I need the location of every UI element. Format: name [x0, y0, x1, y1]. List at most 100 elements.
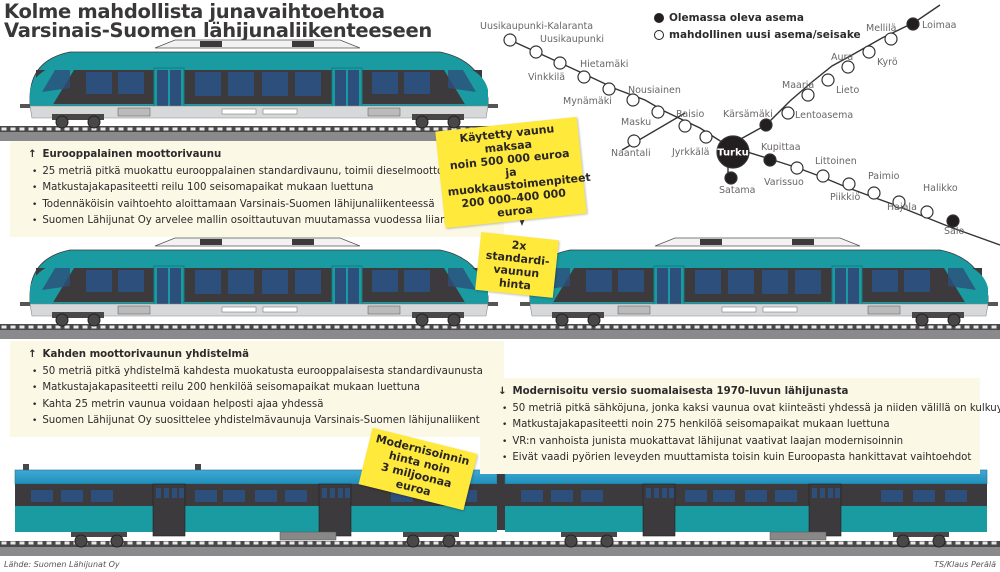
station-dot-vinkkila [553, 56, 567, 70]
station-labels: Uusikaupunki-Kalaranta Uusikaupunki Vink… [480, 20, 964, 237]
option-1-heading: ↑Eurooppalainen moottorivaunu [28, 149, 222, 160]
station-dot-lieto [821, 73, 835, 87]
station-dot-kupittaa [763, 153, 777, 167]
station-dot-salo [946, 214, 960, 228]
option-1-infobox: ↑Eurooppalainen moottorivaunu 25 metriä … [10, 141, 504, 237]
station-label: Littoinen [815, 156, 857, 167]
track-3 [0, 541, 1000, 547]
station-label: Halikko [923, 183, 958, 194]
arrow-down-icon: ↓ [498, 386, 507, 397]
double-price-note: 2x standardi- vaunun hinta [475, 232, 559, 298]
station-dot-uusikaupunki [529, 45, 543, 59]
station-dot-satama [724, 171, 738, 185]
station-label: Satama [719, 185, 755, 196]
source-credit: Lähde: Suomen Lähijunat Oy [4, 560, 120, 569]
option-2-bullet: Suomen Lähijunat Oy suosittelee yhdistel… [32, 413, 516, 430]
option-3-infobox: ↓Modernisoitu versio suomalaisesta 1970-… [480, 378, 1000, 474]
station-label: Mynämäki [563, 96, 612, 107]
used-car-price-note: Käytetty vaunu maksaa noin 500 000 euroa… [435, 116, 591, 229]
station-dot-littoinen [816, 169, 830, 183]
arrow-up-icon: ↑ [28, 349, 37, 360]
option-3-bullet: Matkustajakapasiteetti noin 275 henkilöä… [502, 417, 970, 434]
station-label: Loimaa [922, 20, 956, 31]
station-dot-halikko [920, 205, 934, 219]
author-credit: TS/Klaus Perälä [934, 560, 996, 569]
track-2 [0, 324, 1000, 330]
station-dot-varissuo [790, 161, 804, 175]
track-1 [0, 126, 500, 132]
station-dot-jyrkkala [699, 130, 713, 144]
option-2-heading: ↑Kahden moottorivaunun yhdistelmä [28, 349, 250, 360]
station-label: Mellilä [866, 23, 896, 34]
title-line-2: Varsinais-Suomen lähijunaliikenteeseen [4, 19, 432, 42]
title-line-1: Kolme mahdollista junavaihtoehtoa [4, 0, 385, 23]
station-label: Varissuo [764, 177, 804, 188]
station-dot-paimio [867, 186, 881, 200]
option-1-bullet: Todennäköisin vaihtoehto aloittamaan Var… [32, 197, 494, 214]
station-label: Nousiainen [628, 85, 681, 96]
station-label: Kyrö [877, 57, 898, 68]
filled-circle-icon [654, 12, 664, 23]
legend-possible-label: mahdollinen uusi asema/seisake [669, 28, 861, 41]
train-2-railcar-a [19, 237, 499, 327]
station-dot-karsamaki [759, 118, 773, 132]
option-1-bullet: 25 metriä pitkä muokattu eurooppalainen … [32, 164, 494, 181]
station-dot-uusikaupunki-kalaranta [503, 33, 517, 47]
station-label: Piikkiö [830, 192, 860, 203]
option-1-bullet: Suomen Lähijunat Oy arvelee mallin osoit… [32, 213, 494, 230]
station-dot-mellila [884, 32, 898, 46]
station-label: Naantali [611, 148, 651, 159]
station-label: Hietamäki [580, 59, 628, 70]
station-label: Lieto [836, 85, 860, 96]
option-2-bullet: Matkustajakapasiteetti reilu 200 henkilö… [32, 380, 494, 397]
station-label: Hajala [887, 202, 917, 213]
station-dot-maaria [801, 88, 815, 102]
arrow-up-icon: ↑ [28, 149, 37, 160]
station-label: Uusikaupunki-Kalaranta [480, 21, 593, 32]
option-3-bullet: 50 metriä pitkä sähköjuna, jonka kaksi v… [502, 401, 1000, 418]
station-dot-nousiainen [626, 93, 640, 107]
station-dot-masku [651, 105, 665, 119]
station-label: Vinkkilä [528, 72, 565, 83]
station-label: Aura [831, 52, 853, 63]
hub-label: Turku [717, 148, 749, 159]
station-label: Salo [944, 226, 964, 237]
train-3-old-car-b [504, 463, 988, 548]
station-label: Maaria [782, 80, 814, 91]
infographic-title: Kolme mahdollista junavaihtoehtoa Varsin… [4, 0, 432, 42]
hollow-circle-icon [654, 29, 664, 40]
station-markers [503, 17, 960, 228]
station-label: Kupittaa [761, 142, 801, 153]
legend-existing: Olemassa oleva asema [654, 9, 861, 26]
option-3-heading: ↓Modernisoitu versio suomalaisesta 1970-… [498, 386, 849, 397]
station-dot-hajala [892, 195, 906, 209]
station-dot-turku [716, 135, 750, 169]
station-label: Kärsämäki [723, 109, 773, 120]
station-label: Paimio [868, 171, 900, 182]
station-label: Masku [621, 117, 651, 128]
station-dot-aura [841, 60, 855, 74]
station-label: Raisio [676, 109, 704, 120]
legend-existing-label: Olemassa oleva asema [669, 11, 804, 24]
option-3-bullet: VR:n vanhoista junista muokattavat lähij… [502, 434, 970, 451]
station-label: Jyrkkälä [671, 147, 709, 158]
train-1-european-railcar [19, 39, 499, 129]
option-2-bullet: Kahta 25 metrin vaunua voidaan helposti … [32, 397, 494, 414]
option-3-bullet: Eivät vaadi pyörien leveyden muuttamista… [502, 450, 971, 467]
map-legend: Olemassa oleva asema mahdollinen uusi as… [654, 9, 861, 43]
station-dot-mynamaki [602, 82, 616, 96]
train-2-railcar-b [519, 237, 999, 327]
station-dot-loimaa [906, 17, 920, 31]
station-dot-raisio [678, 119, 692, 133]
legend-possible: mahdollinen uusi asema/seisake [654, 26, 861, 43]
station-dot-hietamaki [577, 70, 591, 84]
option-1-bullet: Matkustajakapasiteetti reilu 100 seisoma… [32, 180, 494, 197]
option-2-infobox: ↑Kahden moottorivaunun yhdistelmä 50 met… [10, 341, 517, 437]
station-dot-naantali [627, 134, 641, 148]
station-dot-piikkio [842, 177, 856, 191]
option-2-bullet: 50 metriä pitkä yhdistelmä kahdesta muok… [32, 364, 494, 381]
station-label: Uusikaupunki [540, 34, 604, 45]
station-dot-lentoasema [781, 106, 795, 120]
station-dot-kyro [862, 45, 876, 59]
